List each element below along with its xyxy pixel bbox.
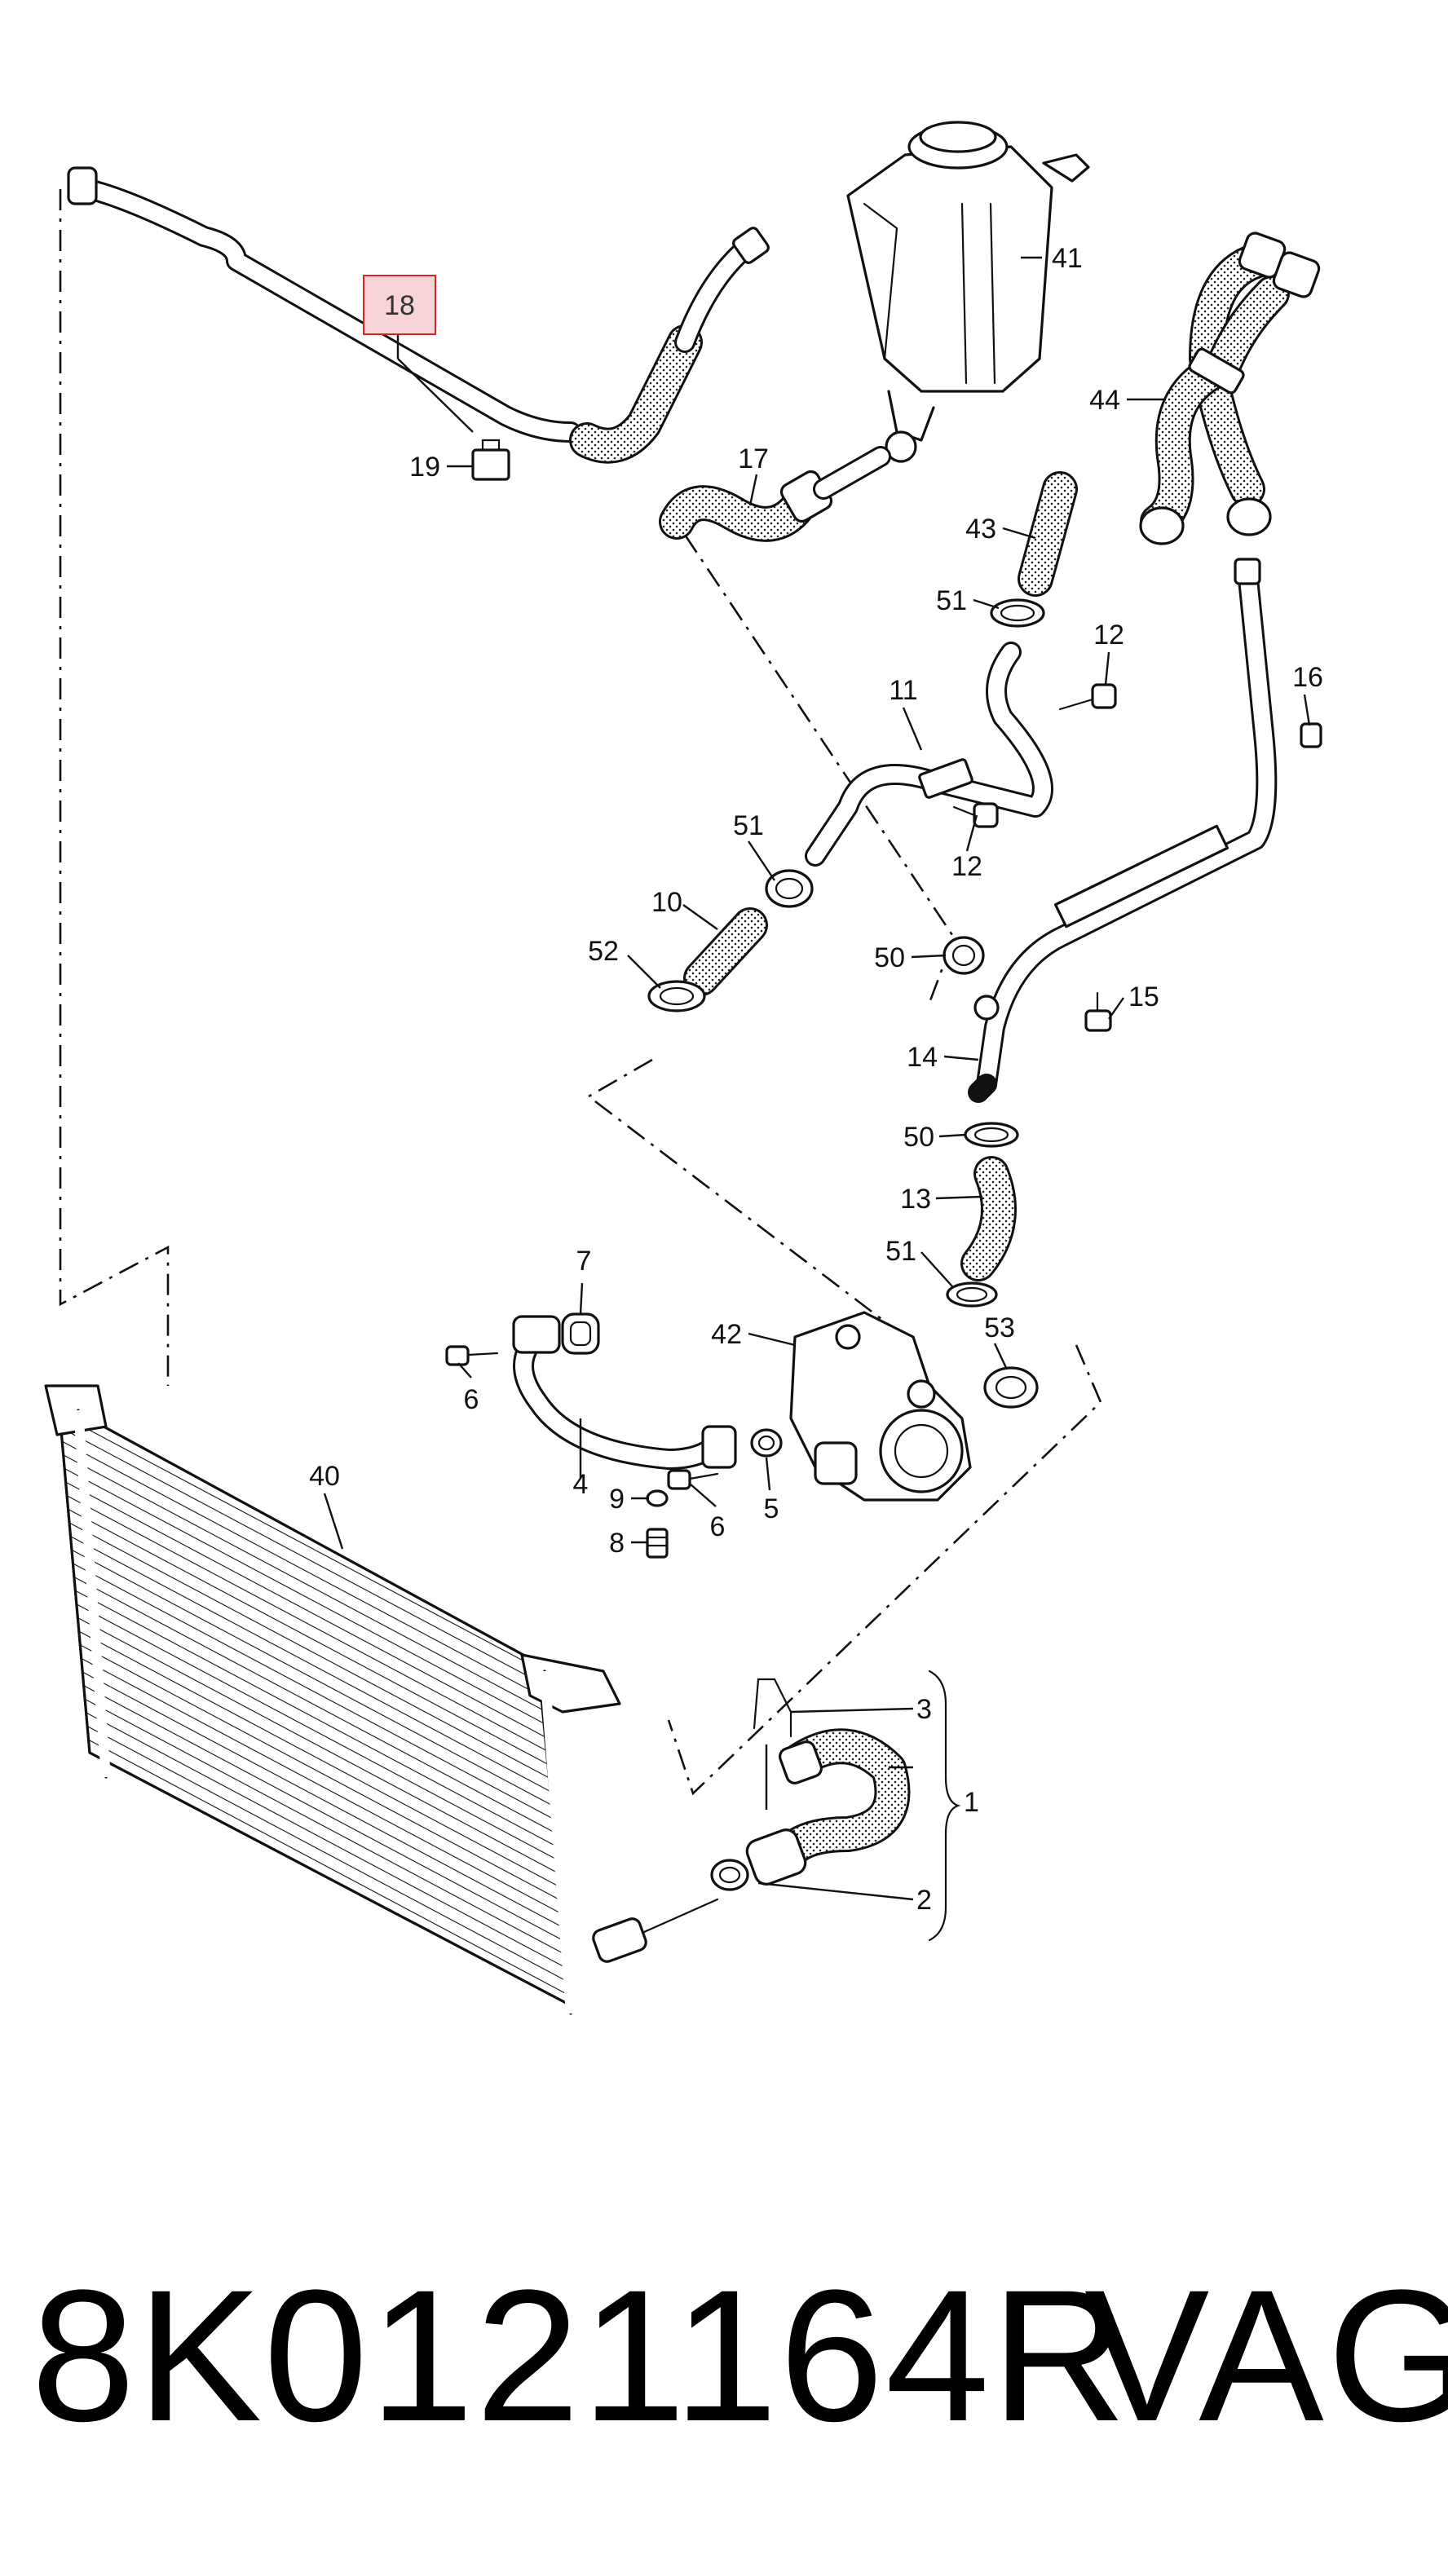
- part-18-coolant-pipe: [67, 166, 770, 464]
- mounting-bracket: [1053, 824, 1229, 929]
- part-2-o-ring: [710, 1859, 749, 1891]
- callout-13: 13: [900, 1184, 931, 1215]
- part-10-hose: [683, 907, 768, 996]
- pipe-end-fitting: [67, 166, 98, 205]
- callout-52: 52: [588, 936, 619, 967]
- exploded-parts-diagram: 18 19 41 44 17 43 51 12 11 16 12 51 10 5…: [44, 121, 1323, 2015]
- part-16-bolt: [1300, 722, 1322, 748]
- part-42-short-hose: [1018, 471, 1078, 597]
- callout-40: 40: [309, 1461, 340, 1492]
- part-14-pipe: [968, 995, 1000, 1103]
- callout-16: 16: [1292, 662, 1323, 693]
- callout-41: 41: [1052, 243, 1083, 274]
- part-41-expansion-tank: [846, 121, 1090, 463]
- callout-9: 9: [609, 1484, 625, 1515]
- callout-51-mid: 51: [733, 810, 764, 841]
- highlighted-callout-box: [363, 275, 436, 335]
- callout-53: 53: [984, 1312, 1015, 1343]
- part-50-clamp-lower: [964, 1122, 1019, 1148]
- callout-3: 3: [916, 1694, 932, 1725]
- part-15-bolt: [1084, 991, 1112, 1032]
- callout-50-lower: 50: [903, 1122, 934, 1153]
- bracket-part-1: [928, 1670, 961, 1942]
- part-50-clamp-upper: [943, 936, 985, 975]
- callout-14: 14: [907, 1042, 938, 1073]
- footer: 8K0121164R VAG: [0, 2250, 1448, 2462]
- assembly-dash-lines: [59, 189, 1102, 1796]
- callout-labels: 18 19 41 44 17 43 51 12 11 16 12 51 10 5…: [309, 243, 1323, 1916]
- part-11-pipe: [805, 642, 1053, 867]
- part-5-o-ring: [750, 1428, 783, 1458]
- callout-44: 42: [711, 1319, 742, 1350]
- part-53-clamp: [983, 1366, 1039, 1409]
- callout-7: 7: [576, 1246, 592, 1277]
- callout-12-top: 12: [1093, 620, 1124, 651]
- part-1-hose-assembly: [745, 1728, 911, 1886]
- callout-8: 8: [609, 1528, 625, 1559]
- part-51-clamp-mid: [765, 869, 814, 908]
- part-3-clip: [753, 1678, 792, 1738]
- callout-15: 15: [1128, 981, 1159, 1012]
- part-51-clamp-lower: [946, 1281, 998, 1308]
- part-7-gasket: [561, 1312, 600, 1355]
- part-9-washer: [646, 1489, 669, 1507]
- callout-4: 4: [573, 1469, 589, 1500]
- callout-50-upper: 50: [874, 942, 905, 973]
- callout-19: 19: [409, 452, 440, 483]
- callout-5: 5: [764, 1493, 779, 1524]
- part-4-coolant-pipe: [512, 1315, 737, 1470]
- part-51-clamp-top: [990, 598, 1045, 628]
- callout-17: 17: [738, 443, 769, 474]
- part-8-plug: [646, 1528, 669, 1559]
- callout-6-right: 6: [710, 1511, 726, 1542]
- callout-11: 11: [889, 675, 917, 706]
- part-43-hose-assembly: [1139, 232, 1321, 545]
- part-17-hose: [659, 446, 891, 542]
- leader-lines: [323, 256, 1311, 1901]
- part-52-clamp: [647, 980, 706, 1012]
- part-44-thermostat-housing: [789, 1311, 972, 1502]
- callout-10: 10: [651, 887, 682, 918]
- part-19-clip: [471, 439, 510, 481]
- callout-12-bottom: 12: [951, 851, 982, 882]
- callout-1: 1: [964, 1787, 979, 1818]
- part-return-pipe: [976, 558, 1278, 1095]
- brand-name: VAG: [1084, 2251, 1448, 2460]
- callout-51-lower: 51: [885, 1236, 916, 1267]
- part-6-bolts: [445, 1345, 719, 1490]
- part-12-bolts: [952, 683, 1117, 828]
- callout-51-top: 51: [936, 585, 967, 616]
- callout-43: 44: [1089, 385, 1120, 416]
- part-13-hose: [960, 1156, 1017, 1281]
- part-40-radiator: [44, 1384, 719, 2015]
- callout-42: 43: [965, 514, 996, 545]
- callout-6-left: 6: [464, 1384, 479, 1415]
- callout-2: 2: [916, 1885, 932, 1916]
- callout-18: 18: [384, 290, 415, 321]
- part-number: 8K0121164R: [31, 2251, 1128, 2460]
